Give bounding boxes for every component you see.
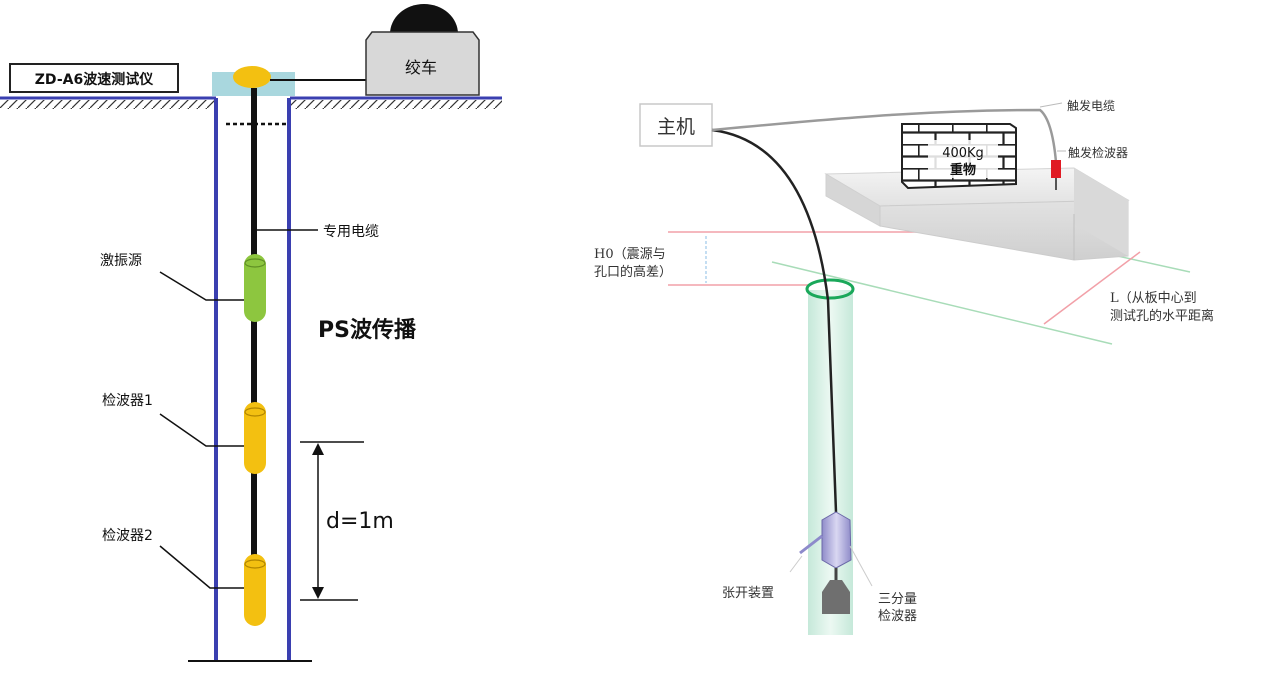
winch: 绞车 xyxy=(365,4,480,96)
geophone-label-line1: 三分量 xyxy=(878,592,917,607)
winch-label: 绞车 xyxy=(405,58,437,77)
host-unit: 主机 xyxy=(639,103,713,147)
l-dimension xyxy=(1043,251,1141,325)
distance-label: d=1m xyxy=(326,509,394,534)
trigger-geophone-label: 触发检波器 xyxy=(1068,145,1128,160)
arrow-down-icon xyxy=(312,587,324,599)
ground-surface xyxy=(0,96,502,109)
h0-label-line2: 孔口的高差） xyxy=(594,264,672,280)
source-leader xyxy=(159,271,244,301)
trigger-cable-line xyxy=(711,108,1058,163)
expander-label: 张开装置 xyxy=(722,586,774,601)
l-lower-line xyxy=(771,261,1113,345)
distance-dimension xyxy=(300,441,364,601)
expander-arm xyxy=(799,534,823,555)
trigger-cable-pointer xyxy=(1039,102,1063,108)
receiver2-label: 检波器2 xyxy=(102,528,153,544)
source-label: 激振源 xyxy=(100,252,142,269)
pulley-icon xyxy=(233,66,271,88)
weight-sub-label: 重物 xyxy=(950,162,976,178)
seismic-source xyxy=(244,254,266,322)
host-cable xyxy=(711,128,838,513)
l-label-line1: L（从板中心到 xyxy=(1110,291,1197,306)
receiver-1 xyxy=(244,402,266,474)
instrument-title: ZD-A6波速测试仪 xyxy=(35,71,154,88)
host-label: 主机 xyxy=(657,116,695,138)
receiver1-label: 检波器1 xyxy=(102,393,153,409)
receiver1-leader xyxy=(159,413,244,447)
instrument-label-box: ZD-A6波速测试仪 xyxy=(9,63,179,93)
receiver-2 xyxy=(244,554,266,626)
weight-label: 400Kg xyxy=(942,146,984,161)
l-label-line2: 测试孔的水平距离 xyxy=(1110,308,1214,324)
wave-propagation-label: PS波传播 xyxy=(318,318,417,343)
expander-pointer xyxy=(789,555,803,573)
right-diagram: 主机 400Kg 重物 xyxy=(594,98,1214,635)
cable-label: 专用电缆 xyxy=(323,224,379,240)
geophone-pointer xyxy=(849,545,873,587)
geophone-label-line2: 检波器 xyxy=(878,609,917,624)
h0-label-line1: H0（震源与 xyxy=(594,247,666,262)
left-diagram: ZD-A6波速测试仪 绞车 xyxy=(0,4,502,662)
three-component-geophone xyxy=(821,511,852,614)
receiver2-leader xyxy=(159,545,244,589)
trigger-geophone xyxy=(1051,160,1061,190)
trigger-cable-label: 触发电缆 xyxy=(1067,98,1115,113)
arrow-up-icon xyxy=(312,443,324,455)
weight-block: 400Kg 重物 xyxy=(901,123,1017,190)
winch-drum-icon xyxy=(390,4,458,34)
